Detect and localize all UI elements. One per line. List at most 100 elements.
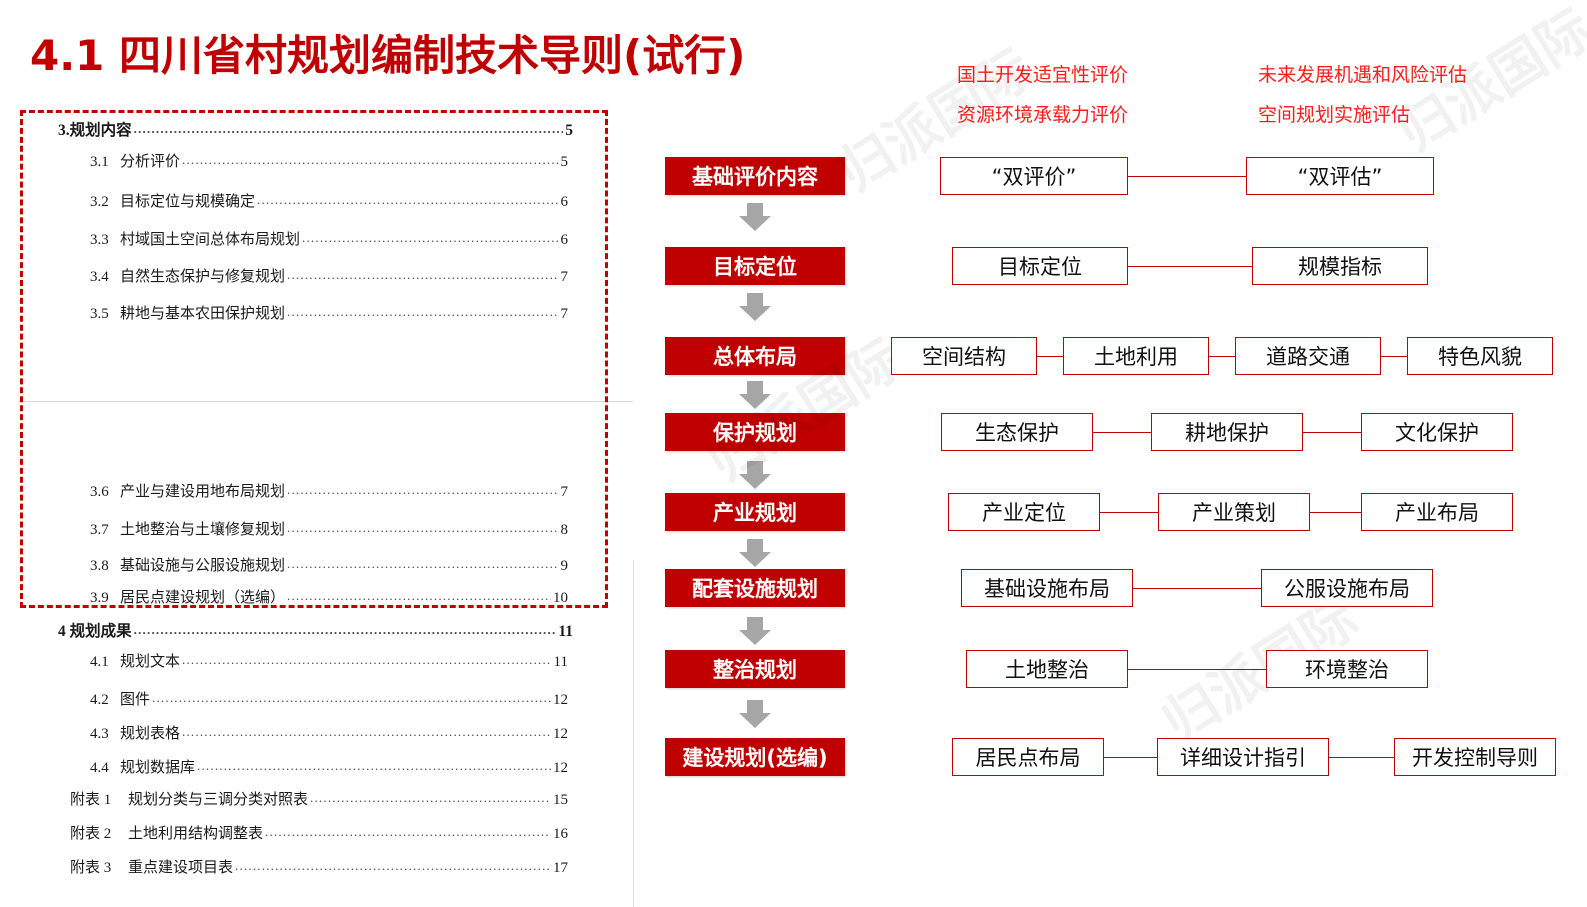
detail-box[interactable]: 环境整治 [1266,650,1428,688]
flow-stage-box[interactable]: 配套设施规划 [665,569,845,607]
detail-box[interactable]: 产业定位 [948,493,1100,531]
detail-box[interactable]: 规模指标 [1252,247,1428,285]
connector-line [1381,356,1407,357]
toc-panel: 3.规划内容..................................… [18,105,633,905]
detail-box[interactable]: 道路交通 [1235,337,1381,375]
flow-stage-box[interactable]: 总体布局 [665,337,845,375]
flow-stage-box[interactable]: 建设规划(选编) [665,738,845,776]
toc-entry-title: 分析评价 [120,154,181,170]
detail-box[interactable]: 耕地保护 [1151,413,1303,451]
flow-stage-box[interactable]: 保护规划 [665,413,845,451]
detail-box[interactable]: 产业策划 [1158,493,1310,531]
toc-page-number: 8 [560,522,569,538]
toc-leader-dots: ........................................… [265,824,551,839]
toc-entry-title: 规划分类与三调分类对照表 [128,792,309,808]
toc-entry-label: 附表 1 规划分类与三调分类对照表 [70,788,308,809]
flow-stage-box[interactable]: 目标定位 [665,247,845,285]
toc-entry-number: 3.7 [90,522,109,538]
toc-leader-dots: ........................................… [287,267,559,282]
toc-leader-dots: ........................................… [133,622,557,637]
detail-box[interactable]: “双评价” [940,157,1128,195]
connector-line [1104,757,1157,758]
toc-entry-number: 4.3 [90,726,109,742]
toc-entry-title: 土地利用结构调整表 [128,826,264,842]
flow-stage-box[interactable]: 整治规划 [665,650,845,688]
toc-page-number: 6 [560,232,569,248]
toc-leader-dots: ........................................… [182,152,559,167]
toc-leader-dots: ........................................… [197,758,551,773]
detail-box[interactable]: 生态保护 [941,413,1093,451]
annotation-text: 空间规划实施评估 [1258,104,1411,126]
toc-page-number: 5 [560,154,569,170]
toc-page-number: 12 [553,726,568,742]
toc-entry-title: 规划文本 [120,654,181,670]
detail-box[interactable]: 土地利用 [1063,337,1209,375]
detail-box[interactable]: “双评估” [1246,157,1434,195]
toc-page-number: 16 [553,826,568,842]
connector-line [1133,588,1261,589]
toc-entry[interactable]: 3.规划内容..................................… [58,118,573,140]
toc-entry[interactable]: 3.7 土地整治与土壤修复规划..........................… [90,518,568,539]
down-arrow-icon [739,203,771,231]
panel-divider-line [633,560,634,907]
detail-box[interactable]: 开发控制导则 [1394,738,1556,776]
annotation-text: 未来发展机遇和风险评估 [1258,64,1468,86]
toc-leader-dots: ........................................… [152,690,551,705]
annotation-text: 资源环境承载力评价 [957,104,1129,126]
toc-entry-title: 重点建设项目表 [128,860,234,876]
connector-line [1100,512,1158,513]
toc-entry-title: 目标定位与规模确定 [120,194,256,210]
toc-page-number: 11 [558,623,573,640]
toc-page-number: 7 [560,306,569,322]
toc-entry-number: 附表 1 [70,792,112,808]
down-arrow-icon [739,381,771,409]
detail-box[interactable]: 特色风貌 [1407,337,1553,375]
detail-box[interactable]: 居民点布局 [952,738,1104,776]
detail-box[interactable]: 产业布局 [1361,493,1513,531]
toc-entry-number: 4.4 [90,760,109,776]
detail-box[interactable]: 目标定位 [952,247,1128,285]
toc-entry-title: 土地整治与土壤修复规划 [120,522,286,538]
page-break-divider [18,401,633,402]
detail-box[interactable]: 详细设计指引 [1157,738,1329,776]
annotation-text: 国土开发适宜性评价 [957,64,1129,86]
flow-stage-box[interactable]: 产业规划 [665,493,845,531]
toc-leader-dots: ........................................… [287,304,559,319]
down-arrow-icon [739,617,771,645]
toc-leader-dots: ........................................… [302,230,558,245]
detail-box[interactable]: 空间结构 [891,337,1037,375]
connector-line [1209,356,1235,357]
toc-entry[interactable]: 4 规划成果..................................… [58,619,573,641]
toc-page-number: 17 [553,860,568,876]
detail-box[interactable]: 文化保护 [1361,413,1513,451]
detail-box[interactable]: 土地整治 [966,650,1128,688]
detail-box[interactable]: 公服设施布局 [1261,569,1433,607]
toc-leader-dots: ........................................… [287,520,559,535]
connector-line [1128,669,1266,670]
detail-box[interactable]: 基础设施布局 [961,569,1133,607]
toc-leader-dots: ........................................… [235,858,551,873]
flow-stage-box[interactable]: 基础评价内容 [665,157,845,195]
toc-entry-title: 产业与建设用地布局规划 [120,484,286,500]
